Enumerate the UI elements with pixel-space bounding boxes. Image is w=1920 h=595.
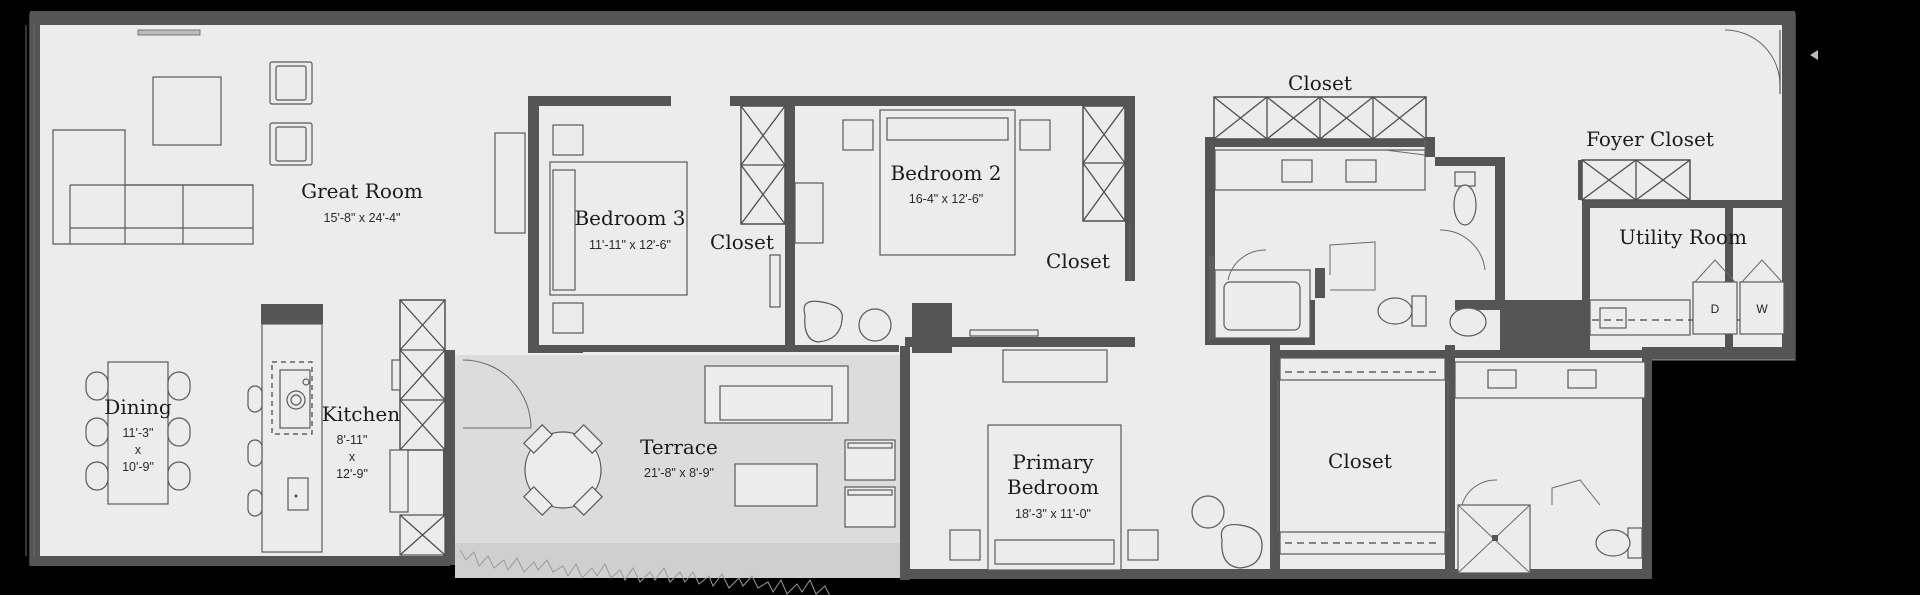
dining-dim-3: 10'-9" <box>122 460 154 474</box>
kitchen-dim-3: 12'-9" <box>336 467 368 481</box>
primary-bedroom-dim: 18'-3" x 11'-0" <box>1015 507 1091 521</box>
kitchen-dim-1: 8'-11" <box>337 433 368 447</box>
foyer-closet-label: Foyer Closet <box>1586 127 1714 151</box>
bedroom3-label: Bedroom 3 <box>574 206 685 230</box>
dining-dim-2: x <box>135 443 142 457</box>
closet-bedroom3-label: Closet <box>710 230 774 254</box>
room-labels: Great Room 15'-8" x 24'-4" Bedroom 3 11'… <box>104 71 1768 521</box>
closet-fixtures <box>399 96 1691 556</box>
terrace-furniture <box>455 359 900 595</box>
window-strip-left <box>25 25 201 556</box>
closet-top-label: Closet <box>1288 71 1352 95</box>
primary-bedroom-label-2: Bedroom <box>1007 475 1099 499</box>
terrace-dim: 21'-8" x 8'-9" <box>644 466 714 480</box>
great-room-label: Great Room <box>301 179 423 203</box>
washer-label: W <box>1756 302 1768 316</box>
utility-fixtures <box>1589 259 1785 336</box>
kitchen-island <box>247 304 409 553</box>
dining-dim-1: 11'-3" <box>123 426 154 440</box>
bath-fixtures <box>1209 149 1487 340</box>
closet-primary-label: Closet <box>1328 449 1392 473</box>
dryer-label: D <box>1711 302 1720 316</box>
lower-bath-fixtures <box>1454 361 1646 574</box>
closet-bedroom2-label: Closet <box>1046 249 1110 273</box>
kitchen-dim-2: x <box>349 450 356 464</box>
utility-room-label: Utility Room <box>1619 225 1747 249</box>
terrace-label: Terrace <box>640 435 718 459</box>
bedroom3-dim: 11'-11" x 12'-6" <box>589 238 671 252</box>
bedroom2-label: Bedroom 2 <box>890 161 1001 185</box>
entry-arrow-icon <box>1810 50 1818 60</box>
primary-bedroom-label-1: Primary <box>1012 450 1094 474</box>
doors <box>1384 29 1781 156</box>
bedroom2-dim: 16-4" x 12'-6" <box>909 192 984 206</box>
closet-rods <box>1277 357 1449 555</box>
primary-bedroom-furniture <box>949 349 1263 571</box>
bedroom2-furniture <box>794 109 1131 343</box>
great-room-dim: 15'-8" x 24'-4" <box>324 211 401 225</box>
great-room-furniture <box>52 61 526 245</box>
dining-set <box>85 361 191 505</box>
bedroom3-furniture <box>549 124 781 334</box>
dining-label: Dining <box>104 395 172 419</box>
kitchen-label: Kitchen <box>322 402 400 426</box>
